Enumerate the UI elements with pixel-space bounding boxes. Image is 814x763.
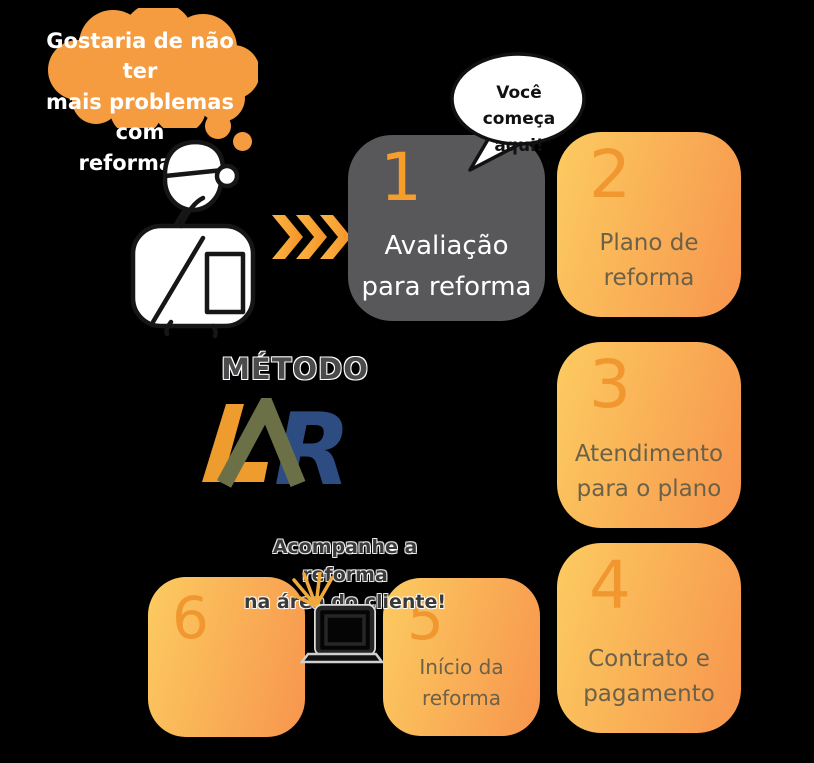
step-6-box: 6 [148, 577, 305, 737]
step-3-label: Atendimento para o plano [557, 437, 741, 508]
thinking-person-sketch [130, 139, 256, 338]
step-3-label-line-2: para o plano [576, 476, 722, 503]
triple-chevron-right-icon [272, 215, 351, 259]
logo-letter-l [202, 404, 268, 482]
thought-line-2: mais problemas com [46, 89, 234, 145]
logo-letter-a [216, 398, 306, 488]
step-3-box: 3 Atendimento para o plano [557, 342, 741, 528]
step-5-label-line-2: reforma [422, 686, 501, 710]
thought-trail-dot-small [233, 132, 252, 151]
step-1-number: 1 [380, 139, 422, 216]
speech-bubble-shape [450, 52, 586, 172]
thought-bubble-text: Gostaria de não ter mais problemas com r… [40, 26, 240, 178]
step-1-label: Avaliação para reforma [348, 226, 545, 307]
step-4-box: 4 Contrato e pagamento [557, 543, 741, 733]
logo-title: MÉTODO [221, 352, 369, 386]
step-1-box: 1 Avaliação para reforma [348, 135, 545, 321]
client-note-line-1: Acompanhe a reforma [272, 536, 418, 586]
lar-logo: R [202, 398, 351, 506]
step-2-box: 2 Plano de reforma [557, 132, 741, 317]
step-5-label-line-1: Início da [419, 655, 504, 679]
step-6-number: 6 [172, 584, 209, 652]
step-4-label-line-2: pagamento [583, 681, 715, 708]
step-4-label: Contrato e pagamento [557, 642, 741, 713]
speech-bubble-text: Você começa aqui! [458, 80, 580, 159]
sparkle-icon [290, 572, 334, 608]
thought-line-1: Gostaria de não ter [46, 29, 234, 84]
step-2-label: Plano de reforma [557, 226, 741, 297]
step-2-label-line-1: Plano de [599, 229, 699, 256]
step-3-label-line-1: Atendimento [574, 440, 724, 467]
step-2-label-line-2: reforma [603, 265, 695, 292]
step-1-label-line-2: para reforma [361, 271, 532, 302]
speech-line-2: aqui! [494, 135, 544, 156]
step-5-label: Início da reforma [383, 652, 540, 714]
speech-line-1: Você começa [482, 83, 556, 130]
thought-trail-dot-large [205, 113, 231, 139]
laptop-icon [290, 572, 385, 664]
step-1-label-line-1: Avaliação [384, 231, 509, 262]
step-4-label-line-1: Contrato e [588, 645, 710, 672]
step-4-number: 4 [589, 547, 631, 624]
thought-cloud-shape [48, 8, 258, 128]
step-5-box: 5 Início da reforma [383, 578, 540, 736]
step-5-number: 5 [407, 585, 444, 653]
step-3-number: 3 [589, 346, 631, 423]
step-2-number: 2 [589, 136, 631, 213]
